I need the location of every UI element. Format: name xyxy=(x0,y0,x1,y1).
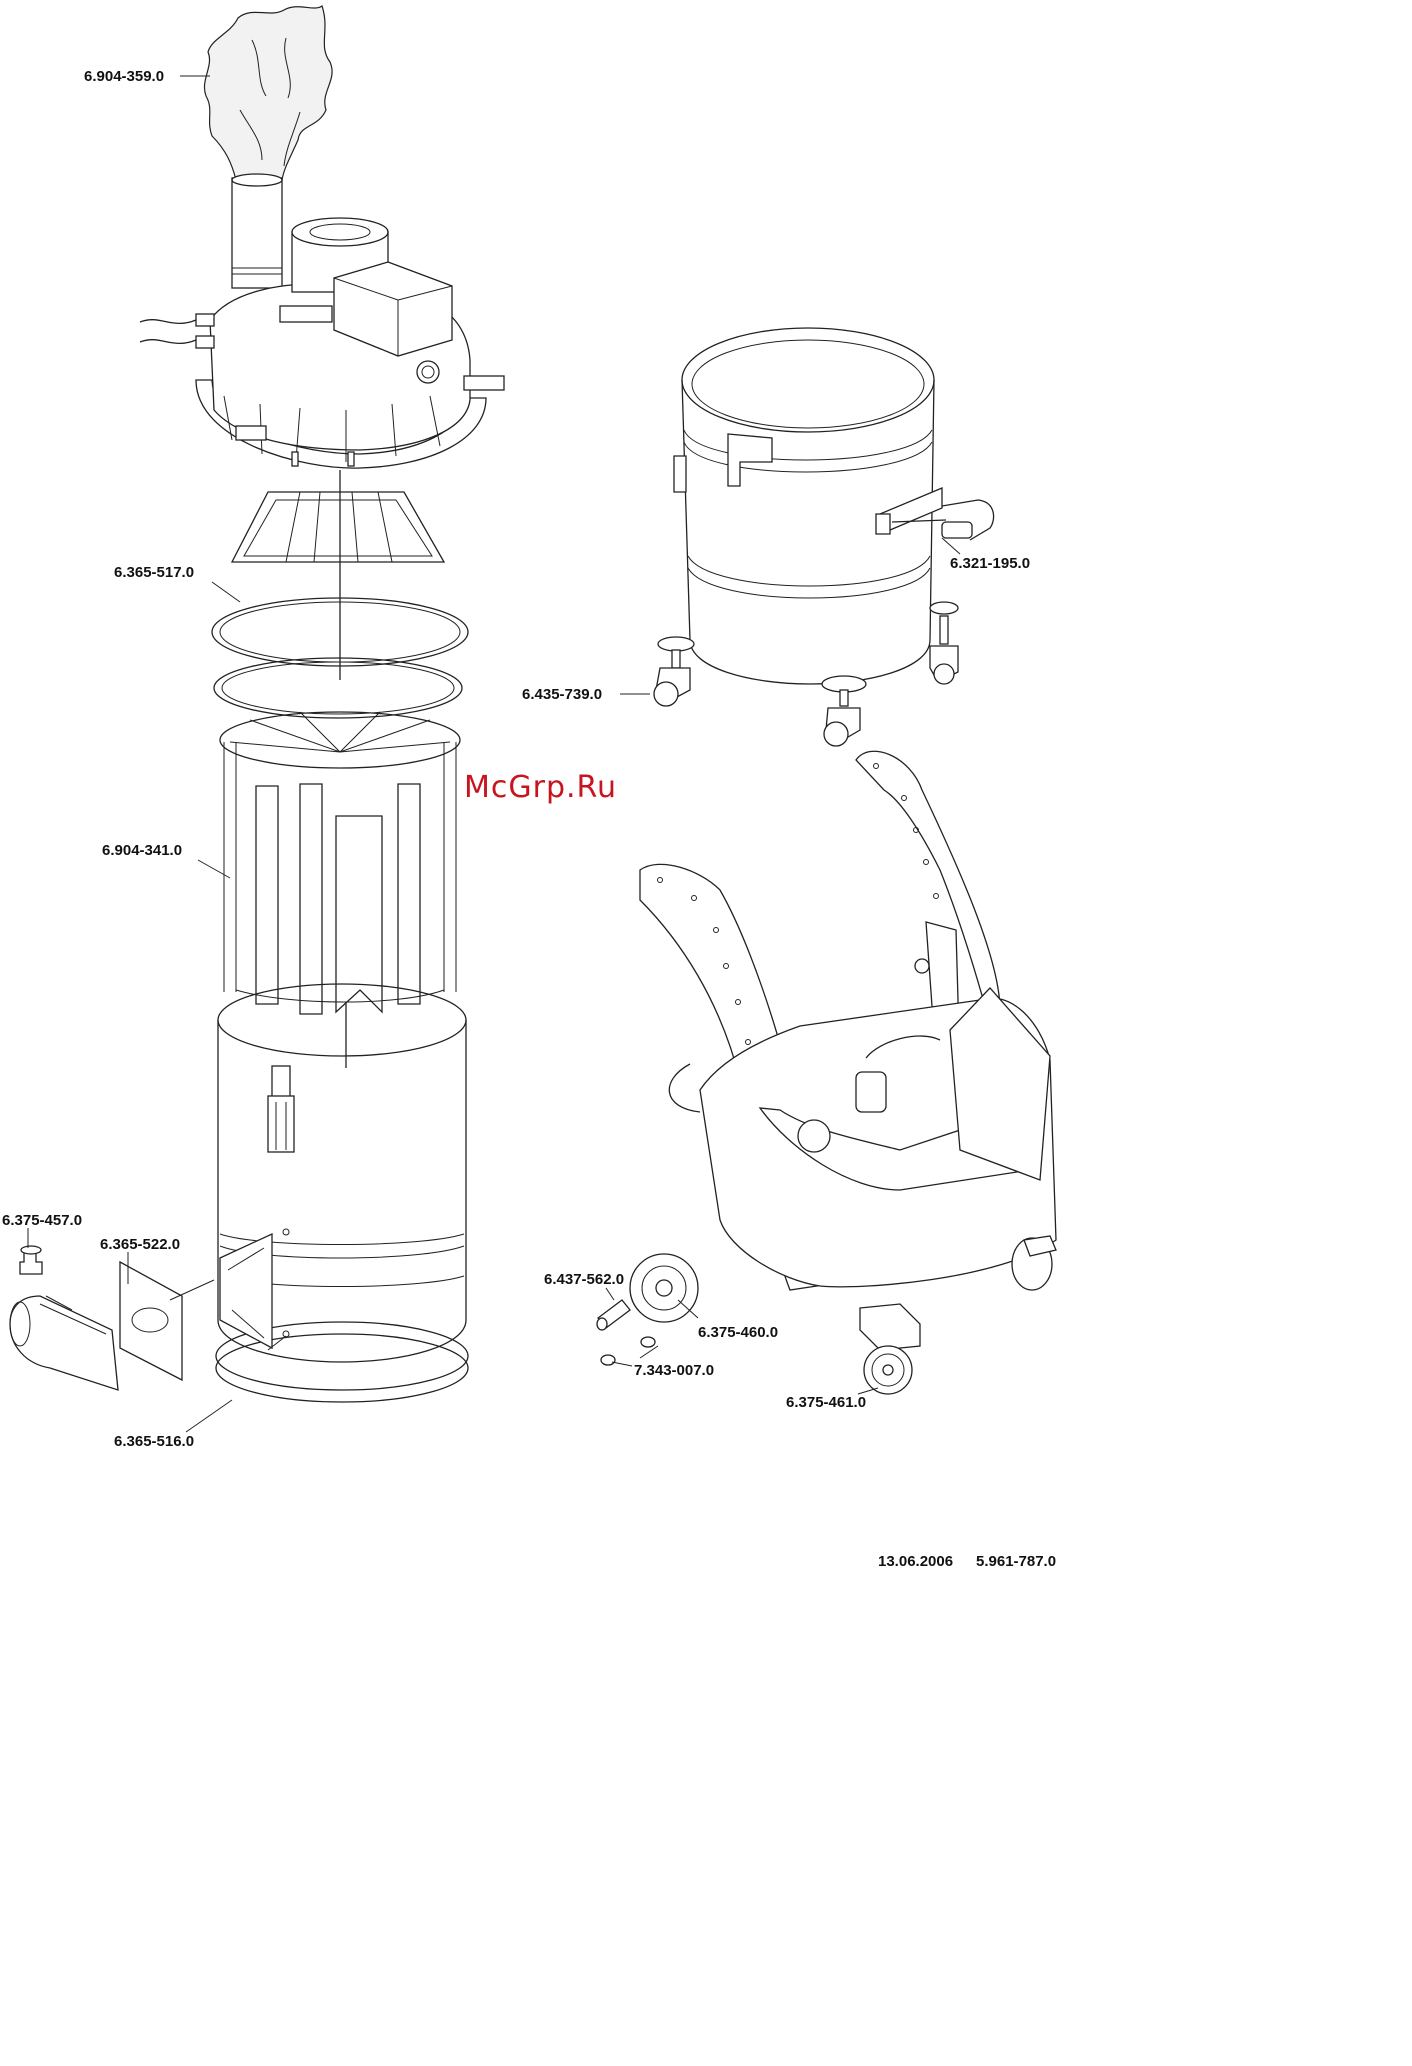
exploded-parts-diagram: 6.904-359.0 6.365-517.0 6.321-195.0 6.43… xyxy=(0,0,1074,1572)
motor-head-drawing xyxy=(140,218,504,468)
part-label-6.375-461.0: 6.375-461.0 xyxy=(786,1394,866,1411)
part-label-6.904-341.0: 6.904-341.0 xyxy=(102,842,182,859)
footer-doc-number: 5.961-787.0 xyxy=(976,1553,1056,1570)
inlet-parts-drawing xyxy=(10,1246,214,1390)
part-label-6.321-195.0: 6.321-195.0 xyxy=(950,555,1030,572)
filter-cage-drawing xyxy=(232,470,444,680)
part-label-6.375-460.0: 6.375-460.0 xyxy=(698,1324,778,1341)
part-label-6.437-562.0: 6.437-562.0 xyxy=(544,1271,624,1288)
watermark-text: McGrp.Ru xyxy=(464,770,617,805)
container-drawing xyxy=(212,598,468,1402)
part-label-6.365-522.0: 6.365-522.0 xyxy=(100,1236,180,1253)
part-label-6.904-359.0: 6.904-359.0 xyxy=(84,68,164,85)
part-label-7.343-007.0: 7.343-007.0 xyxy=(634,1362,714,1379)
part-label-6.365-516.0: 6.365-516.0 xyxy=(114,1433,194,1450)
part-label-6.365-517.0: 6.365-517.0 xyxy=(114,564,194,581)
part-label-6.435-739.0: 6.435-739.0 xyxy=(522,686,602,703)
bin-drawing xyxy=(654,328,994,746)
footer-date: 13.06.2006 xyxy=(878,1553,953,1570)
part-label-6.375-457.0: 6.375-457.0 xyxy=(2,1212,82,1229)
cart-drawing xyxy=(597,751,1056,1394)
